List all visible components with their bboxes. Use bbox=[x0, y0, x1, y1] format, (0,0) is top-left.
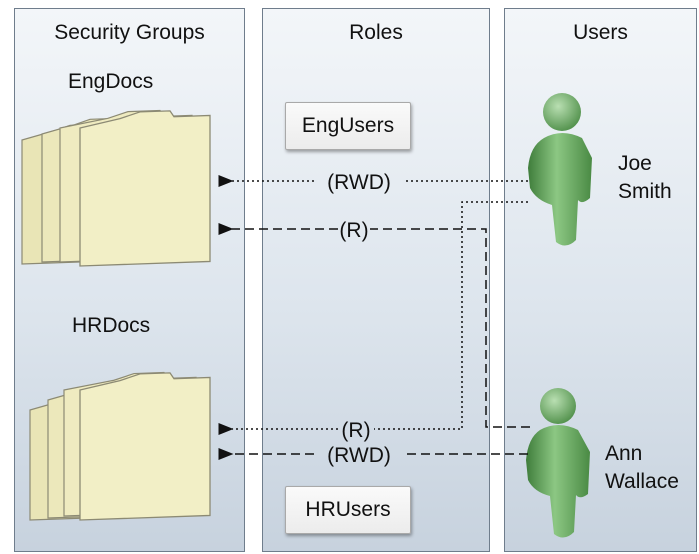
engdocs-label: EngDocs bbox=[68, 70, 154, 93]
hrdocs-folder-stack-icon bbox=[29, 371, 211, 521]
joe-to-engdocs-connector: (RWD) bbox=[218, 171, 528, 194]
ann-last-name: Wallace bbox=[605, 470, 679, 493]
ann-wallace-label: Ann Wallace bbox=[605, 440, 679, 496]
ann-hrdocs-permission: (RWD) bbox=[327, 444, 391, 467]
joe-last-name: Smith bbox=[618, 180, 672, 203]
users-header: Users bbox=[573, 21, 628, 44]
hrdocs-label: HRDocs bbox=[72, 314, 151, 337]
joe-engdocs-permission: (RWD) bbox=[327, 171, 391, 194]
joe-smith-label: Joe Smith bbox=[618, 150, 672, 206]
ann-engdocs-permission: (R) bbox=[339, 219, 368, 242]
joe-hrdocs-permission: (R) bbox=[341, 419, 370, 442]
engusers-role-label: EngUsers bbox=[301, 114, 395, 137]
ann-first-name: Ann bbox=[605, 442, 643, 465]
joe-smith-person-icon bbox=[528, 93, 592, 246]
ann-wallace-person-icon bbox=[526, 388, 590, 538]
ann-to-engdocs-connector: (R) bbox=[218, 219, 530, 428]
engdocs-folder-stack-icon bbox=[21, 109, 211, 267]
ann-to-hrdocs-connector: (RWD) bbox=[218, 444, 528, 467]
joe-to-hrdocs-connector: (R) bbox=[218, 201, 528, 442]
hrusers-role-label: HRUsers bbox=[305, 498, 391, 521]
engusers-role-box: EngUsers bbox=[285, 102, 411, 150]
security-groups-header: Security Groups bbox=[54, 21, 205, 44]
roles-column: Roles bbox=[262, 8, 490, 552]
roles-header: Roles bbox=[349, 21, 403, 44]
joe-first-name: Joe bbox=[618, 152, 652, 175]
hrusers-role-box: HRUsers bbox=[285, 486, 411, 534]
